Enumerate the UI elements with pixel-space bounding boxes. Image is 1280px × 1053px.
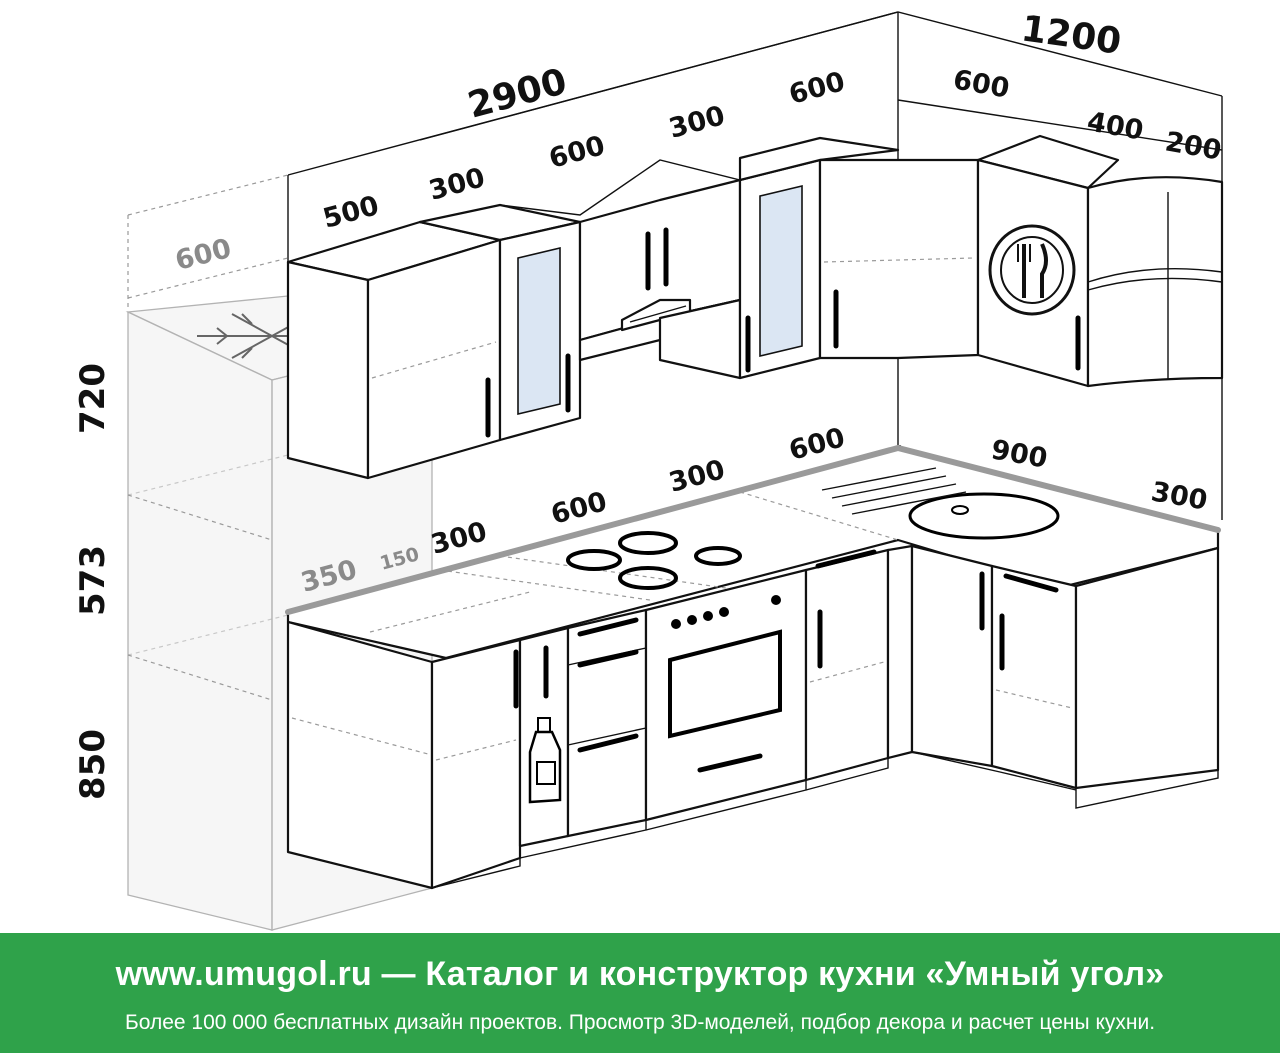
dim-height-upper: 720: [73, 363, 113, 434]
dim-upper-3: 600: [546, 130, 608, 175]
dim-lower-4: 600: [548, 486, 610, 531]
footer-title[interactable]: www.umugol.ru — Каталог и конструктор ку…: [115, 955, 1165, 993]
dim-upper-1: 500: [320, 190, 382, 235]
hood-icon: [620, 298, 692, 332]
cutlery-plate-icon: [988, 224, 1076, 316]
bottle-icon: [528, 717, 562, 804]
upper-cabinets-right: [976, 134, 1224, 388]
dim-upper-right-2: 400: [1085, 106, 1146, 146]
sink-icon: [821, 467, 1060, 540]
countertop: [285, 444, 1221, 660]
dim-upper-right-3: 200: [1163, 126, 1224, 166]
cooktop-icon: [566, 531, 742, 590]
dim-lower-6: 600: [786, 422, 848, 467]
kitchen-drawing: 2900 1200 600 500 300 600 300 600 600 40…: [73, 8, 1224, 931]
dim-lower-right-2: 300: [1149, 476, 1210, 516]
footer-subtitle: Более 100 000 бесплатных дизайн проектов…: [124, 1011, 1156, 1034]
dim-upper-2: 300: [426, 162, 488, 207]
dim-lower-5: 300: [666, 454, 728, 499]
upper-cabinets-left: [286, 136, 980, 480]
dim-fridge-depth: 600: [172, 233, 234, 277]
dim-height-gap: 573: [73, 545, 113, 616]
dim-upper-5: 600: [786, 66, 848, 111]
dim-upper-right-1: 600: [951, 64, 1012, 104]
dim-lower-3: 300: [428, 516, 490, 561]
footer-banner: www.umugol.ru — Каталог и конструктор ку…: [0, 933, 1280, 1053]
dim-total-right: 1200: [1019, 8, 1124, 63]
dim-upper-4: 300: [666, 100, 728, 145]
dim-total-left: 2900: [464, 61, 571, 127]
dim-height-lower: 850: [73, 729, 113, 800]
dim-lower-right-1: 900: [989, 434, 1050, 474]
lower-cabinets: [286, 544, 1220, 890]
